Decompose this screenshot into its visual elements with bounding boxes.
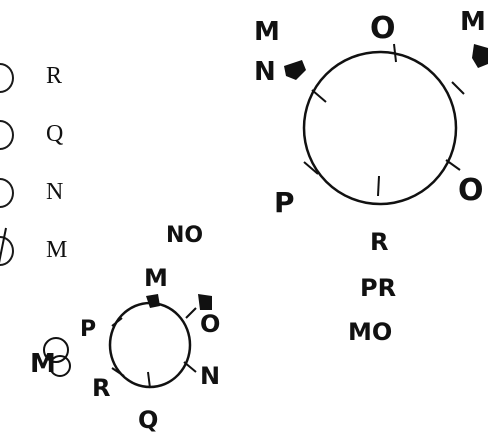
label-top-right: M [460, 7, 486, 37]
label-right-top: O [200, 310, 220, 338]
filled-seat-marker [146, 294, 160, 308]
option-label: R [46, 63, 63, 89]
big-circle-diagram: O M M N O P R PR MO [254, 7, 488, 346]
label-left: P [274, 186, 295, 219]
label-top-left-1: M [254, 17, 280, 47]
scribble-mark [49, 355, 71, 377]
label-left-bottom: R [92, 374, 110, 402]
label-right: O [458, 173, 484, 208]
label-bottom: Q [138, 406, 158, 434]
option-label: N [46, 179, 64, 205]
option-label: M [46, 237, 68, 263]
label-bottom: R [370, 228, 388, 256]
label-top: M [144, 264, 168, 292]
label-right-bottom: N [200, 362, 220, 390]
small-circle-diagram: NO M O N P M R Q [30, 223, 220, 434]
label-left-scribble: M [30, 349, 56, 379]
label-top-left-2: N [254, 57, 276, 87]
checkmark-icon [0, 227, 7, 264]
label-below-1: PR [360, 274, 396, 302]
big-circle [302, 50, 458, 206]
label-below-2: MO [348, 318, 392, 346]
label-above: NO [166, 223, 203, 248]
scribble-mark [43, 337, 69, 363]
filled-seat-marker [198, 294, 212, 310]
label-left: P [80, 317, 96, 342]
option-label: Q [46, 121, 64, 147]
filled-seat-marker [472, 44, 488, 68]
filled-seat-marker [284, 60, 306, 80]
label-top: O [370, 11, 396, 46]
